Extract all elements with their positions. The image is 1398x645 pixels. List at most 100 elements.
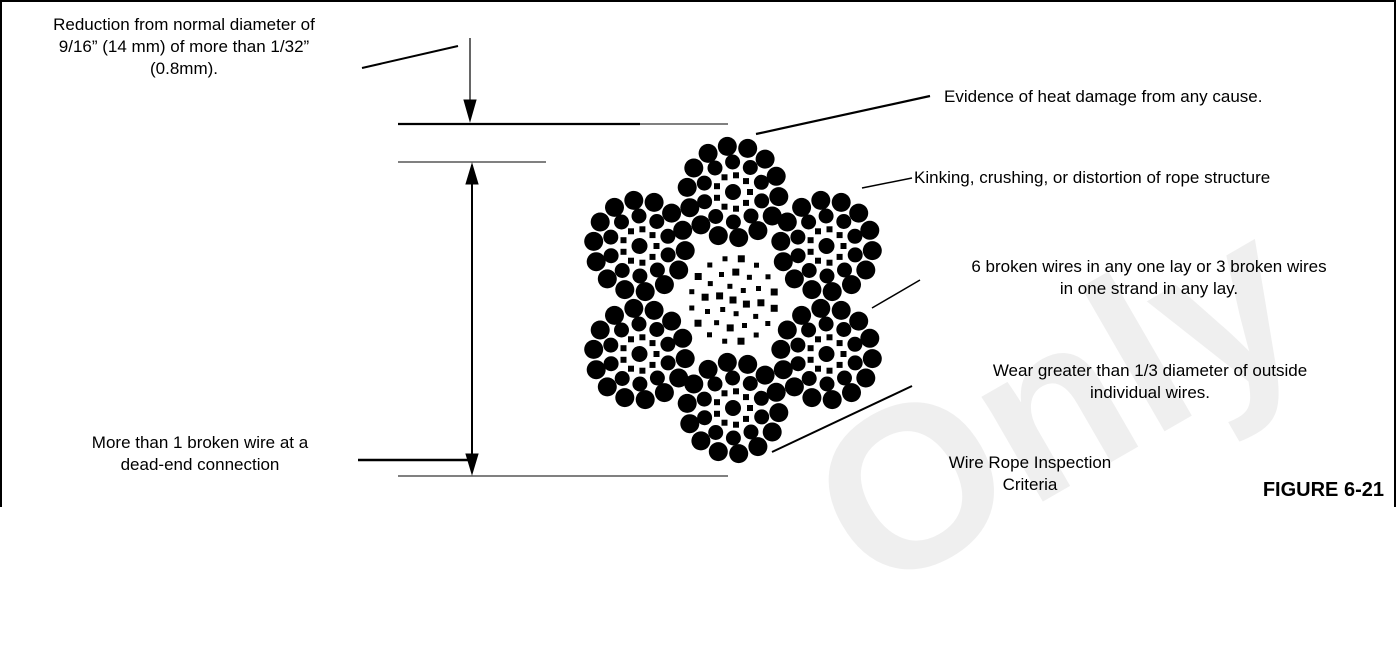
strand-outer-wire (680, 414, 700, 434)
strand-filler-wire (639, 226, 646, 233)
strand-filler-wire (733, 421, 739, 428)
strand-filler-wire (826, 259, 833, 266)
strand-outer-wire (635, 282, 655, 302)
strand-filler-wire (721, 419, 728, 426)
strand-outer-wire (856, 368, 876, 388)
heat-callout: Evidence of heat damage from any cause. (944, 86, 1262, 108)
strand-wire (649, 214, 665, 229)
strand-filler-wire (639, 334, 646, 341)
strand-outer-wire (708, 442, 728, 462)
wear-line-2: individual wires. (1090, 383, 1210, 402)
strand-wire (632, 376, 648, 392)
core-wire (770, 304, 778, 312)
core-wire (716, 292, 724, 300)
strand-filler-wire (628, 257, 634, 264)
strand-outer-wire (811, 298, 831, 318)
core-wire (765, 321, 771, 326)
core-wire (737, 255, 745, 263)
strand-outer-wire (584, 231, 604, 251)
dead-end-line-1: More than 1 broken wire at a (91, 433, 309, 452)
strand-wire (801, 214, 817, 230)
dimension-arrow-bottom (465, 453, 479, 476)
core-wire (754, 262, 759, 268)
strand-wire (790, 229, 806, 245)
strand-outer-wire (777, 320, 797, 340)
core-wire (689, 305, 695, 311)
strand-outer-wire (842, 275, 861, 295)
core-wire (753, 313, 759, 319)
strand-filler-wire (714, 410, 720, 417)
strand-filler-wire (836, 232, 843, 239)
strand-filler-wire (649, 253, 656, 260)
strand-wire (696, 175, 712, 191)
strand-outer-wire (669, 260, 689, 280)
strand-wire (818, 208, 834, 224)
strand-wire (660, 336, 676, 352)
strand-wire (708, 209, 724, 224)
strand-filler-wire (747, 405, 753, 411)
strand-outer-wire (856, 260, 876, 280)
strand-filler-wire (840, 243, 847, 249)
strand-wire (754, 409, 770, 425)
strand-filler-wire (807, 237, 814, 244)
core-wire (701, 293, 709, 301)
figure-label: FIGURE 6-21 (1262, 479, 1384, 501)
strand-filler-wire (747, 189, 753, 195)
strand-outer-wire (769, 403, 789, 423)
strand-wire (801, 322, 817, 338)
strand-outer-wire (831, 300, 851, 320)
strand-wire (790, 337, 806, 353)
strand-outer-wire (738, 354, 758, 374)
reduction-line-1: Reduction from normal diameter of (53, 15, 315, 34)
strand-outer-wire (597, 377, 617, 397)
strand-wire (847, 228, 863, 244)
strand-wire (631, 208, 647, 224)
strand-outer-wire (691, 431, 711, 451)
strand-filler-wire (743, 178, 749, 185)
strand-filler-wire (628, 228, 634, 235)
strand-wire (632, 268, 648, 284)
strand-outer-wire (729, 228, 749, 248)
strand-wire (847, 247, 863, 263)
strand-wire (649, 322, 665, 337)
strand-wire (836, 214, 852, 229)
strand-filler-wire (714, 194, 720, 201)
strand-wire (742, 160, 758, 175)
strand-wire (614, 371, 630, 386)
strand-filler-wire (620, 237, 627, 244)
strand-outer-wire (860, 328, 880, 348)
core-wire (722, 256, 728, 262)
strand-filler-wire (826, 226, 833, 233)
strand-filler-wire (733, 172, 739, 179)
strand-wire (837, 262, 852, 278)
strand-outer-wire (784, 269, 804, 289)
strand-filler-wire (628, 336, 634, 343)
strand-outer-wire (586, 252, 606, 272)
strand-filler-wire (721, 390, 728, 397)
strand-outer-wire (654, 383, 674, 403)
broken-lay-callout: 6 broken wires in any one lay or 3 broke… (914, 256, 1384, 300)
strand-wire (818, 316, 834, 332)
strand-outer-wire (662, 203, 682, 223)
strand-outer-wire (822, 390, 842, 410)
strand-outer-wire (684, 158, 704, 178)
strand-filler-wire (733, 205, 739, 212)
strand-outer-wire (654, 275, 674, 295)
strand-wire (631, 316, 647, 332)
core-wire (753, 332, 759, 338)
strand-filler-wire (815, 228, 821, 235)
strand-outer-wire (675, 241, 695, 261)
core-wire (707, 332, 712, 338)
strand-outer-wire (698, 359, 718, 379)
strand-wire (603, 356, 619, 372)
strand-filler-wire (620, 248, 627, 255)
strand-filler-wire (826, 367, 833, 374)
strand-wire (603, 248, 619, 264)
strand-filler-wire (628, 365, 634, 372)
strand-filler-wire (721, 174, 728, 181)
strand-center-wire (631, 346, 648, 362)
strand-filler-wire (639, 367, 646, 374)
strand-filler-wire (815, 365, 821, 372)
core-wire (694, 319, 702, 327)
strand-outer-wire (615, 388, 635, 408)
